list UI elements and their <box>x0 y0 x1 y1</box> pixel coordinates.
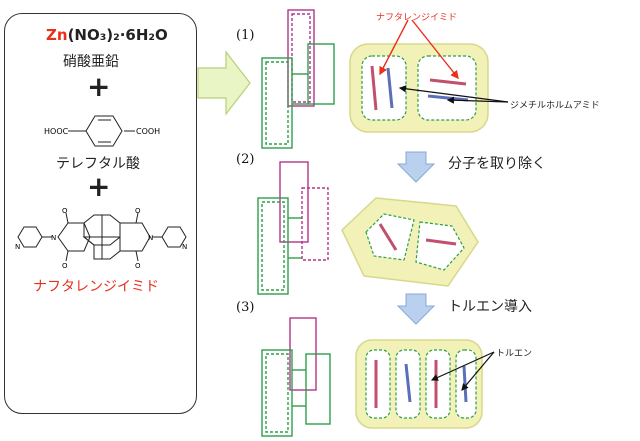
atom-n-1: N <box>51 234 56 242</box>
atom-o-3: O <box>135 207 141 215</box>
step-3-arrow <box>396 293 436 325</box>
cooh-label: COOH <box>136 127 160 136</box>
ndi-structure: O O O O N N N N <box>15 207 187 270</box>
hooc-label: HOOC <box>44 127 69 136</box>
ndi-annotation: ナフタレンジイミド <box>376 13 458 23</box>
framework-structure-2 <box>257 161 329 295</box>
atom-n-2: N <box>148 234 153 242</box>
plus-sign-1: + <box>87 70 111 103</box>
atom-n-3: N <box>15 243 20 251</box>
step-3-label: (3) <box>236 300 255 315</box>
toluene-annotation: トルエン <box>496 349 533 359</box>
dmf-annotation: ジメチルホルムアミド <box>510 101 600 111</box>
remove-molecules-label: 分子を取り除く <box>448 156 546 172</box>
zinc-nitrate-formula: Zn(NO₃)₂·6H₂O <box>46 26 168 44</box>
atom-n-4: N <box>182 243 187 251</box>
zinc-nitrate-label: 硝酸亜鉛 <box>63 54 119 70</box>
atom-o-2: O <box>62 262 68 270</box>
pore-structure-2 <box>341 197 479 287</box>
toluene-introduction-label: トルエン導入 <box>448 299 532 315</box>
plus-sign-2: + <box>87 170 111 203</box>
step-1-label: (1) <box>236 28 255 43</box>
framework-structure-3 <box>261 317 331 437</box>
atom-o-1: O <box>62 207 68 215</box>
synthesis-arrow <box>197 50 251 116</box>
reagent-panel <box>4 13 197 414</box>
step-2-label: (2) <box>236 152 255 167</box>
terephthalic-acid-label: テレフタル酸 <box>56 156 140 172</box>
formula-rest: (NO₃)₂·6H₂O <box>67 26 168 44</box>
step-2-arrow <box>396 151 436 183</box>
ndi-label: ナフタレンジイミド <box>33 279 159 295</box>
terephthalic-acid-structure: HOOC COOH <box>44 115 160 147</box>
framework-structure-1 <box>261 9 335 149</box>
atom-o-4: O <box>135 262 141 270</box>
formula-zinc: Zn <box>46 26 68 44</box>
pore-structure-1 <box>349 43 489 133</box>
pore-structure-3 <box>355 339 483 429</box>
